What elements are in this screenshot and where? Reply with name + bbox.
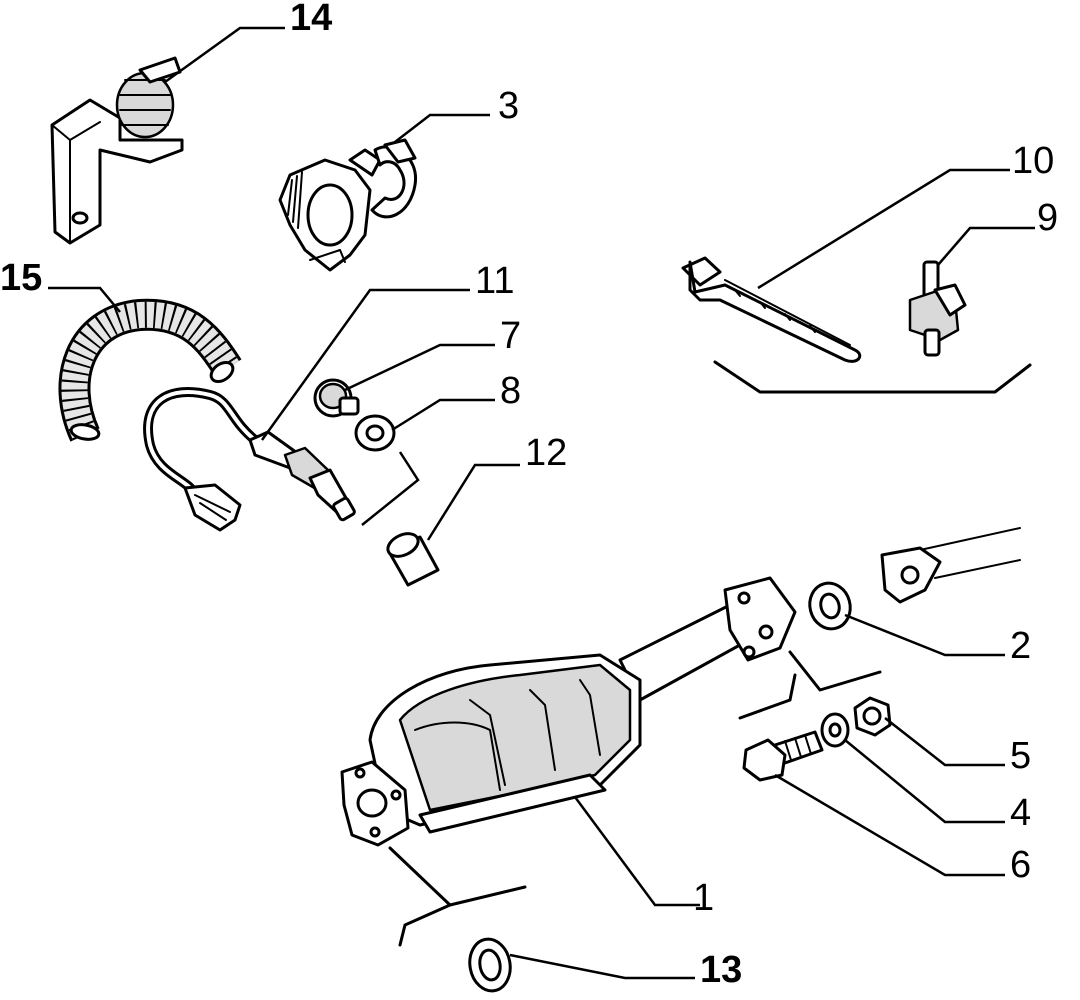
part-12-sleeve	[386, 532, 440, 587]
callout-9: 9	[1037, 197, 1058, 239]
leader-14	[164, 26, 285, 84]
part-10-cable-tie	[681, 256, 862, 363]
part-8-washer	[354, 414, 396, 452]
callout-6: 6	[1010, 844, 1031, 886]
part-2-gasket	[808, 581, 852, 631]
callout-7: 7	[500, 315, 521, 357]
leader-12	[426, 463, 520, 541]
callout-12: 12	[525, 432, 567, 474]
leader-lines	[48, 26, 1035, 980]
part-6-bolt	[742, 730, 824, 782]
group-bracket-9-10	[713, 360, 1032, 394]
part-3-clamp	[278, 138, 417, 272]
leader-5	[884, 717, 1005, 767]
exhaust-pipe-section	[880, 527, 1021, 604]
callout-14: 14	[290, 0, 332, 39]
leader-7	[344, 343, 495, 392]
part-15-hose	[58, 298, 242, 442]
part-4-washer	[820, 712, 850, 748]
leader-2	[844, 613, 1005, 657]
leader-8-bracket	[361, 451, 420, 526]
leader-9	[937, 226, 1035, 266]
part-5-nut	[853, 696, 892, 737]
callout-3: 3	[498, 85, 519, 127]
leader-3	[394, 113, 490, 143]
leader-4	[844, 739, 1005, 824]
leader-1	[573, 796, 700, 907]
callout-4: 4	[1010, 792, 1031, 834]
group-bracket-fasteners	[738, 673, 797, 720]
part-13-gasket	[468, 937, 512, 993]
callout-5: 5	[1010, 735, 1031, 777]
leader-13	[509, 953, 695, 980]
group-bracket-inlet-right	[448, 885, 527, 907]
callout-10: 10	[1012, 140, 1054, 182]
leader-8	[391, 398, 495, 432]
leader-10	[757, 168, 1010, 290]
callout-1: 1	[693, 877, 714, 919]
part-1-catalytic-converter	[340, 576, 797, 847]
callout-13: 13	[700, 949, 742, 991]
part-7-plug	[313, 378, 360, 418]
group-bracket-inlet	[388, 846, 452, 947]
callout-15: 15	[0, 257, 42, 299]
part-11-oxygen-sensor	[143, 387, 356, 532]
callout-8: 8	[500, 370, 521, 412]
leader-6	[774, 773, 1005, 877]
callout-numbers: 14 3 10 9 15 11 7 8 12 2 5 4 6 1 13	[0, 0, 1058, 991]
callout-11: 11	[475, 260, 514, 302]
part-14-bracket-clip	[50, 56, 184, 245]
callout-2: 2	[1010, 625, 1031, 667]
group-bracket-flange	[788, 650, 882, 692]
part-9-connector	[908, 260, 967, 357]
leader-15	[48, 286, 121, 313]
leader-11	[260, 288, 470, 441]
